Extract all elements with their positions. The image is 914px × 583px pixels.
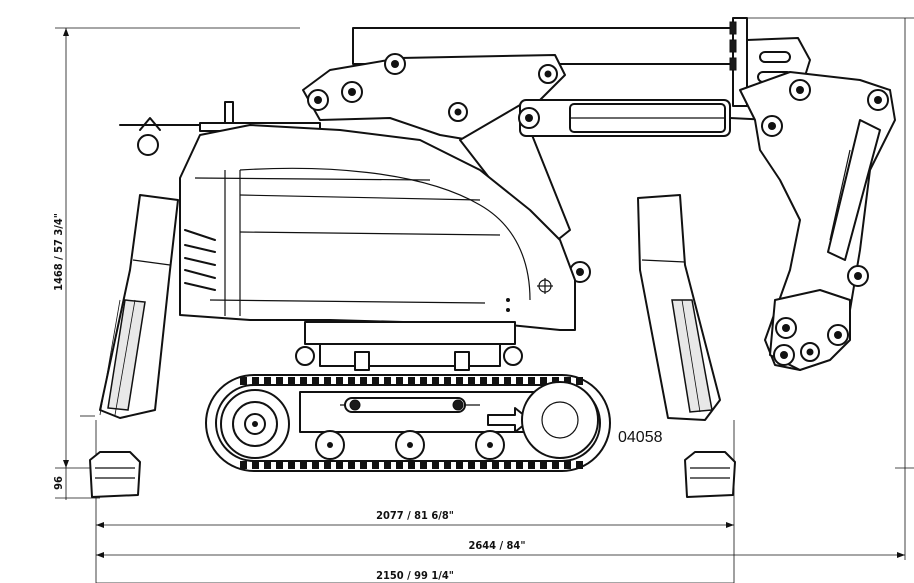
outrigger-right	[637, 194, 736, 498]
figure-code: 04058	[618, 429, 663, 446]
track-assembly	[205, 374, 611, 472]
outrigger-left	[89, 194, 179, 498]
lifting-hook	[119, 101, 234, 156]
outrigger-width-dimension-label: 2150 / 99 1/4"	[376, 569, 454, 582]
total-length-dimension-label: 2644 / 84"	[469, 539, 526, 552]
clearance-dimension-label: 96	[52, 476, 65, 490]
machine-body	[179, 122, 576, 371]
track-length-dimension-label: 2077 / 81 6/8"	[376, 509, 454, 522]
dimension-lines	[55, 17, 914, 583]
height-dimension-label: 1468 / 57 3/4"	[52, 213, 65, 291]
boom-arm	[302, 17, 896, 371]
